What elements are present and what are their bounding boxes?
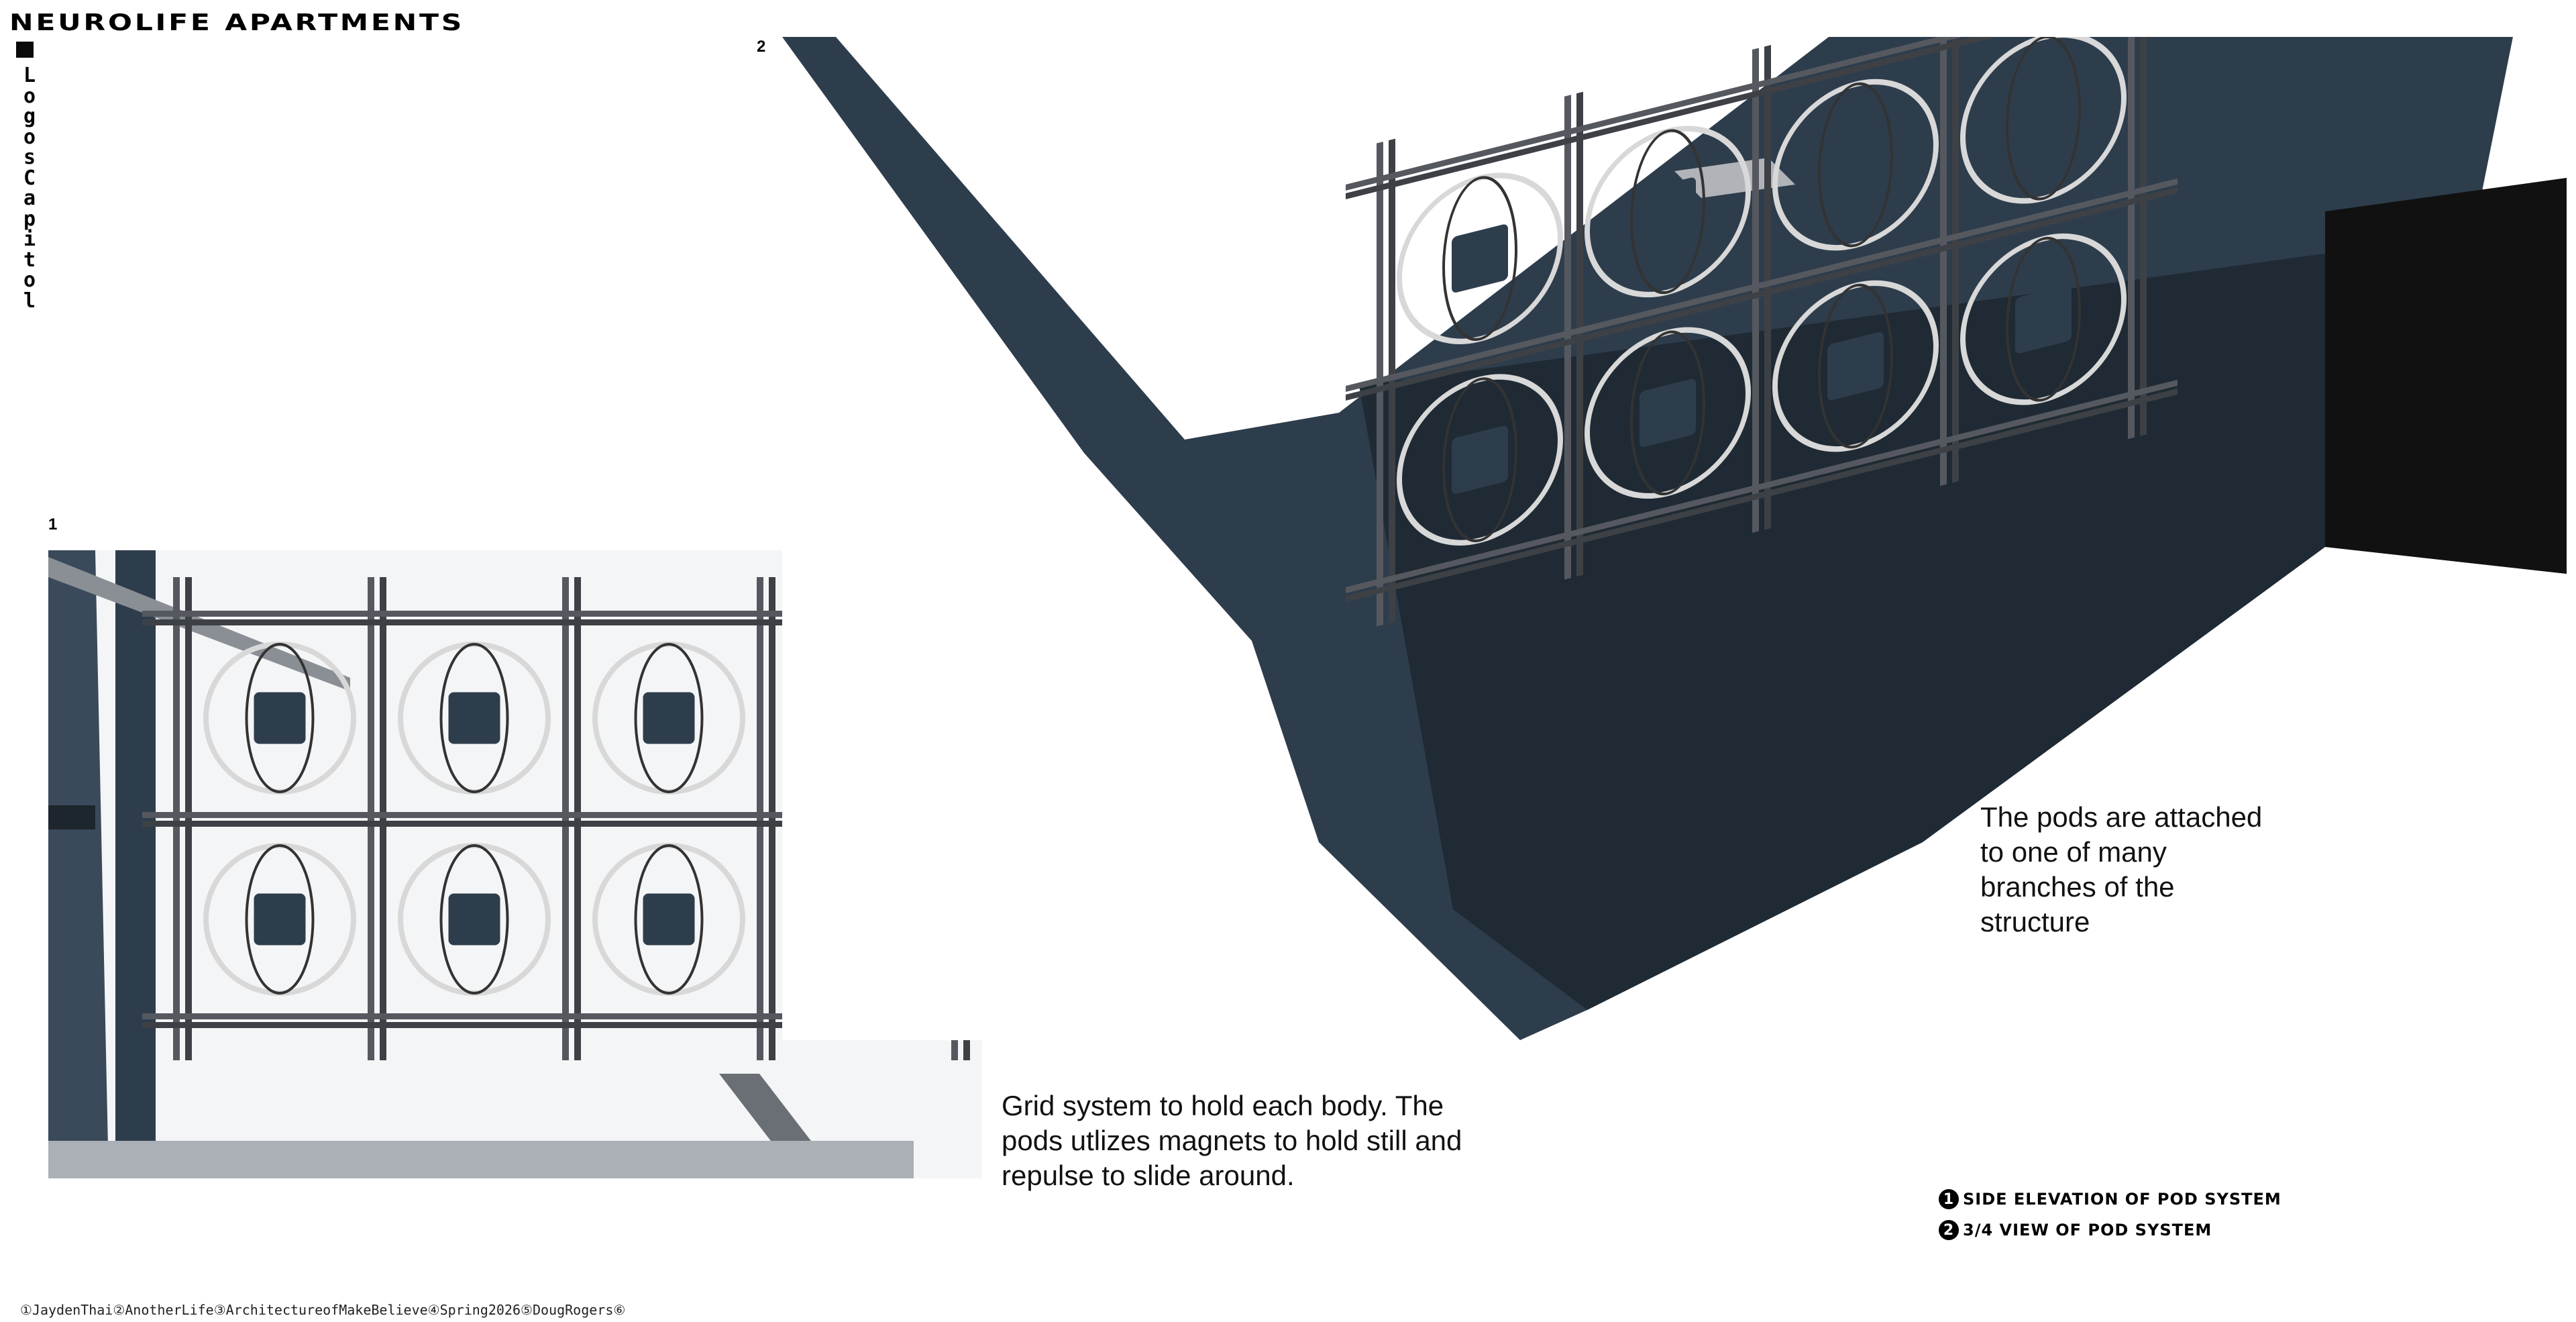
pod-body	[2015, 285, 2072, 354]
pod-ring	[634, 844, 704, 995]
pod-body	[643, 692, 695, 744]
pod-body	[1452, 224, 1508, 293]
pod-ring	[2006, 236, 2081, 402]
pod-ring	[1630, 129, 1705, 295]
legend-label: SIDE ELEVATION OF POD SYSTEM	[1963, 1190, 2282, 1209]
pod-body	[448, 893, 500, 946]
figure-2-caption: The pods are attached to one of many bra…	[1980, 801, 2263, 937]
pod-body	[448, 692, 500, 744]
pod-body	[1827, 130, 1884, 199]
pod-ring	[1818, 283, 1893, 449]
grid-beam	[142, 1022, 1001, 1028]
figure-1-caption: Grid system to hold each body. The pods …	[1002, 1090, 1462, 1191]
grid-post	[1564, 95, 1571, 580]
grid-post	[1764, 44, 1771, 530]
grid-post	[2128, 0, 2135, 440]
grid-post	[1940, 1, 1947, 487]
grid-post	[380, 577, 386, 1060]
grid-beam	[1346, 388, 2178, 603]
grid-beam	[142, 1013, 1001, 1019]
pod-ring	[1630, 330, 1705, 496]
pod-body	[1640, 177, 1696, 246]
pod-ring	[439, 844, 509, 995]
grid-post	[185, 577, 192, 1060]
grid-beam	[142, 619, 1001, 625]
pod-body	[1827, 332, 1884, 401]
grid-beam	[142, 611, 1001, 617]
pod-ring	[245, 643, 315, 793]
pod-body	[1452, 425, 1508, 494]
legend-item-1: 1 SIDE ELEVATION OF POD SYSTEM	[1939, 1189, 2282, 1209]
grid-post	[769, 577, 775, 1060]
grid-post	[368, 577, 374, 1060]
figure-2-number: 2	[757, 38, 766, 56]
pod-body	[2015, 84, 2072, 152]
pod-body	[254, 692, 306, 744]
pod-ring	[1818, 82, 1893, 248]
grid-post	[1377, 142, 1383, 627]
figure-1-number: 1	[48, 515, 58, 533]
credits-footer: ①JaydenThai②AnotherLife③ArchitectureofMa…	[20, 1302, 626, 1318]
pod-ring	[439, 643, 509, 793]
grid-beam	[1346, 187, 2178, 401]
grid-beam	[1346, 0, 2178, 200]
legend-item-2: 2 3/4 VIEW OF POD SYSTEM	[1939, 1220, 2212, 1240]
pod-body	[643, 893, 695, 946]
grid-post	[1752, 48, 1759, 533]
pod-ring	[245, 844, 315, 995]
number-2-badge-icon: 2	[1939, 1220, 1959, 1240]
grid-post	[757, 577, 763, 1060]
number-1-badge-icon: 1	[1939, 1189, 1959, 1209]
grid-post	[562, 577, 569, 1060]
grid-beam	[142, 821, 1001, 827]
grid-post	[1576, 91, 1583, 577]
pod-ring	[1442, 377, 1517, 542]
legend-label: 3/4 VIEW OF POD SYSTEM	[1963, 1221, 2212, 1239]
title-marker-square	[16, 42, 34, 58]
pod-body	[1640, 378, 1696, 448]
grid-post	[173, 577, 180, 1060]
pod-ring	[1442, 176, 1517, 341]
pod-ring	[634, 643, 704, 793]
pod-ring	[2006, 35, 2081, 201]
grid-beam	[1346, 178, 2178, 393]
grid-beam	[142, 812, 1001, 818]
grid-beam	[1346, 379, 2178, 594]
grid-post	[574, 577, 581, 1060]
grid-post	[1389, 138, 1395, 624]
vertical-project-label: Logos Capitol	[23, 64, 48, 313]
three-quarter-view-render	[782, 0, 2575, 1040]
pod-body	[254, 893, 306, 946]
page-title: NEUROLIFE APARTMENTS	[9, 9, 465, 36]
grid-post	[1952, 0, 1959, 483]
grid-post	[2140, 0, 2147, 436]
